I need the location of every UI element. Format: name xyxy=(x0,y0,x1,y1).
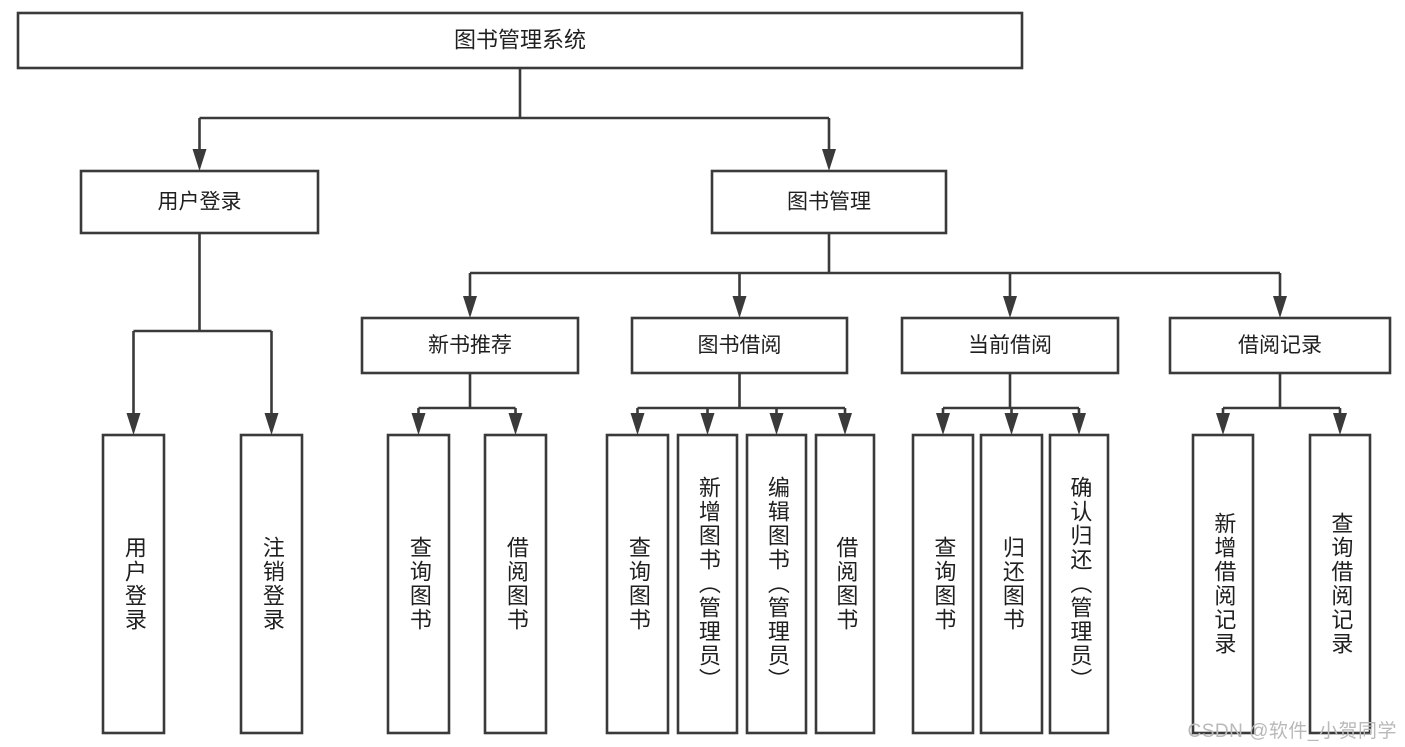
node-leaf-12-rect[interactable] xyxy=(1308,433,1372,735)
arrow-to-leaf-2-3 xyxy=(838,413,852,435)
node-level3-3-rect[interactable] xyxy=(1168,316,1392,375)
arrow-to-leaf-3-2 xyxy=(1072,413,1086,435)
node-leaf-0-rect[interactable] xyxy=(101,433,166,735)
arrow-to-leaf-4-1 xyxy=(1333,413,1347,435)
node-level3-2[interactable]: 当前借阅 xyxy=(900,316,1120,375)
node-leaf-6-rect[interactable] xyxy=(745,433,808,735)
node-root-label: 图书管理系统 xyxy=(454,27,586,52)
node-level2-0-label: 用户登录 xyxy=(158,191,242,214)
arrow-to-level3-2 xyxy=(1003,296,1017,318)
node-root-rect[interactable] xyxy=(16,11,1024,70)
arrow-to-level3-0 xyxy=(463,296,477,318)
node-level3-0[interactable]: 新书推荐 xyxy=(360,316,580,375)
arrow-to-leaf-0-1 xyxy=(264,413,279,435)
arrow-to-leaf-0-0 xyxy=(126,413,141,435)
node-leaf-1-rect[interactable] xyxy=(239,433,304,735)
node-level2-0-rect[interactable] xyxy=(79,169,320,235)
arrow-to-level3-3 xyxy=(1273,296,1287,318)
node-level3-1-rect[interactable] xyxy=(630,316,849,375)
node-level3-2-rect[interactable] xyxy=(900,316,1120,375)
arrow-to-leaf-4-0 xyxy=(1216,413,1230,435)
arrow-to-level3-1 xyxy=(732,296,747,318)
node-level3-3[interactable]: 借阅记录 xyxy=(1168,316,1392,375)
node-leaf-10-rect[interactable] xyxy=(1048,433,1110,735)
arrow-to-leaf-2-2 xyxy=(769,413,784,435)
node-level3-1-label: 图书借阅 xyxy=(698,334,782,357)
arrow-to-level2-0 xyxy=(192,149,207,171)
node-level2-1-rect[interactable] xyxy=(710,169,948,235)
watermark-text: CSDN @软件_小贺同学 xyxy=(1187,721,1397,742)
node-level3-1[interactable]: 图书借阅 xyxy=(630,316,849,375)
connector-layer xyxy=(126,68,1347,435)
node-level3-2-label: 当前借阅 xyxy=(968,334,1052,357)
arrow-to-leaf-3-0 xyxy=(936,413,950,435)
arrow-to-leaf-1-0 xyxy=(411,413,426,435)
node-leaf-3-rect[interactable] xyxy=(483,433,548,735)
node-level2-1-label: 图书管理 xyxy=(787,191,871,214)
node-leaf-11-rect[interactable] xyxy=(1191,433,1255,735)
arrow-to-leaf-2-1 xyxy=(700,413,715,435)
node-root[interactable]: 图书管理系统 xyxy=(16,11,1024,70)
node-level2-0[interactable]: 用户登录 xyxy=(79,169,320,235)
node-level3-0-rect[interactable] xyxy=(360,316,580,375)
arrow-to-leaf-1-1 xyxy=(508,413,523,435)
node-leaf-4-rect[interactable] xyxy=(605,433,670,735)
node-level3-0-label: 新书推荐 xyxy=(428,334,512,357)
arrow-to-leaf-2-0 xyxy=(630,413,645,435)
node-leaf-7-rect[interactable] xyxy=(814,433,876,735)
node-leaf-5-rect[interactable] xyxy=(676,433,739,735)
node-leaf-8-rect[interactable] xyxy=(911,433,975,735)
node-leaf-2-rect[interactable] xyxy=(386,433,451,735)
node-leaf-9-rect[interactable] xyxy=(979,433,1044,735)
arrow-to-level2-1 xyxy=(822,149,836,171)
node-level2-1[interactable]: 图书管理 xyxy=(710,169,948,235)
arrow-to-leaf-3-1 xyxy=(1004,413,1019,435)
node-level3-3-label: 借阅记录 xyxy=(1238,334,1322,357)
